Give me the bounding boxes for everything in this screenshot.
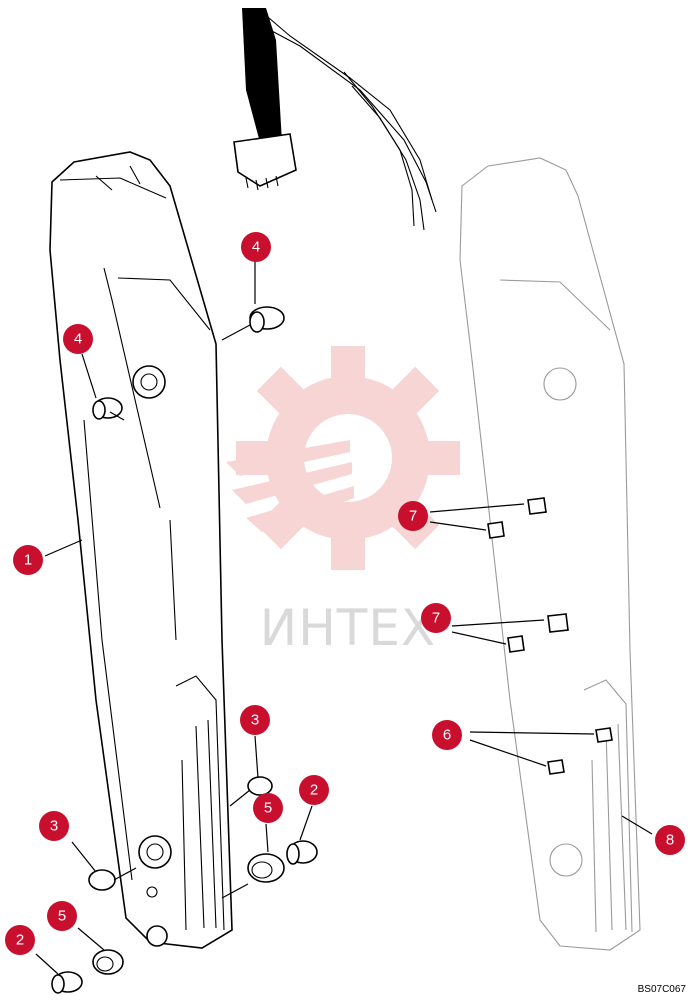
svg-text:1: 1 <box>24 552 32 569</box>
part-bushing-2-right <box>286 840 318 865</box>
part-bushing-4-left <box>92 397 123 420</box>
svg-text:8: 8 <box>666 832 674 849</box>
svg-text:2: 2 <box>16 932 24 949</box>
callout-7: 7 <box>421 603 451 633</box>
callout-4: 4 <box>63 324 93 354</box>
callout-6: 6 <box>432 720 462 750</box>
watermark-logo <box>226 346 460 570</box>
callout-1: 1 <box>13 545 43 575</box>
callout-5: 5 <box>47 901 77 931</box>
svg-text:4: 4 <box>252 239 260 256</box>
part-shim-7-upper <box>487 497 547 539</box>
svg-text:3: 3 <box>50 818 58 835</box>
callout-3: 3 <box>240 705 270 735</box>
part-plate-6 <box>547 727 613 775</box>
svg-text:5: 5 <box>264 800 272 817</box>
leader-lines <box>35 262 653 975</box>
svg-text:3: 3 <box>251 712 259 729</box>
callout-8: 8 <box>655 825 685 855</box>
svg-text:4: 4 <box>74 331 82 348</box>
watermark-text: ИНТЕХ <box>260 599 436 657</box>
boom-ghost <box>459 157 641 951</box>
callout-2: 2 <box>299 775 329 805</box>
svg-text:2: 2 <box>310 782 318 799</box>
part-bushing-4-upper <box>249 306 285 333</box>
part-bushing-5-lower <box>92 949 124 975</box>
svg-text:5: 5 <box>58 908 66 925</box>
callout-2: 2 <box>5 925 35 955</box>
part-bushing-2-lower <box>51 971 83 994</box>
part-bushing-5-right <box>247 853 285 883</box>
drawing-code: BS07C067 <box>638 984 687 995</box>
callout-3: 3 <box>39 811 69 841</box>
svg-text:7: 7 <box>432 610 440 627</box>
callout-7: 7 <box>398 501 428 531</box>
inset-excavator-arm <box>233 8 437 231</box>
svg-text:6: 6 <box>443 727 451 744</box>
part-bushing-3-upper <box>247 776 273 796</box>
callout-5: 5 <box>253 793 283 823</box>
boom-main <box>49 151 233 949</box>
part-shim-7-lower <box>507 613 569 653</box>
callout-4: 4 <box>241 232 271 262</box>
svg-text:7: 7 <box>409 508 417 525</box>
part-bushing-3-lower <box>88 869 116 891</box>
